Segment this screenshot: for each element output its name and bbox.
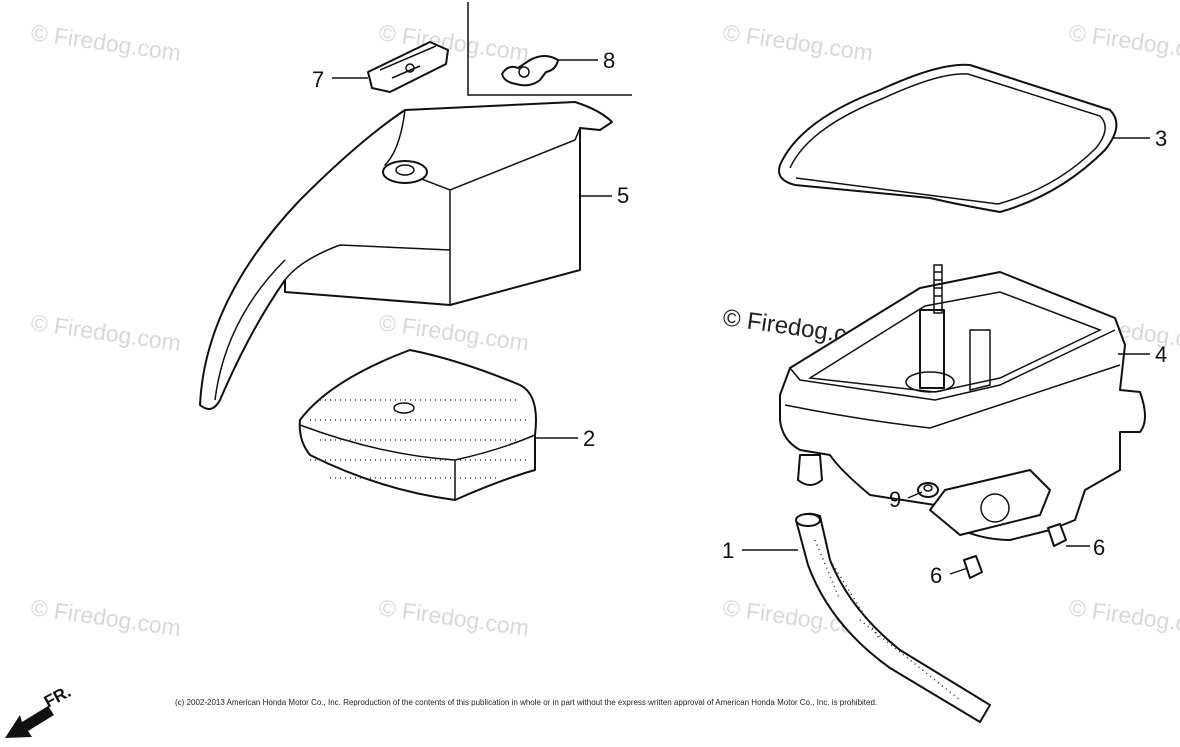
leader-lines bbox=[332, 59, 1150, 575]
front-direction-label: FR. bbox=[41, 682, 74, 712]
callout-8: 8 bbox=[603, 48, 615, 73]
watermark: © Firedog.com bbox=[1067, 19, 1180, 66]
callout-6b: 6 bbox=[930, 563, 942, 588]
callout-5: 5 bbox=[617, 183, 629, 208]
watermark: © Firedog.com bbox=[1067, 594, 1180, 641]
callout-1: 1 bbox=[722, 538, 734, 563]
watermark: © Firedog.com bbox=[721, 19, 874, 66]
callout-2: 2 bbox=[583, 426, 595, 451]
watermark: © Firedog.com bbox=[377, 594, 530, 641]
part-9-nut bbox=[917, 482, 939, 498]
callout-3: 3 bbox=[1155, 126, 1167, 151]
watermark: © Firedog.com bbox=[29, 309, 182, 356]
part-5-cover bbox=[199, 101, 613, 410]
part-7-clip bbox=[367, 41, 449, 93]
part-6-sleeves bbox=[963, 523, 1067, 579]
part-8-wing-nut bbox=[501, 55, 559, 87]
callout-9: 9 bbox=[889, 487, 901, 512]
watermark: © Firedog.com bbox=[29, 594, 182, 641]
watermark: © Firedog.com bbox=[377, 309, 530, 356]
callouts: 7 8 5 3 4 2 9 1 6 6 bbox=[312, 48, 1167, 588]
callout-6a: 6 bbox=[1093, 535, 1105, 560]
part-3-gasket bbox=[778, 63, 1118, 213]
part-2-element bbox=[298, 349, 537, 501]
inset-bracket bbox=[467, 2, 632, 96]
callout-4: 4 bbox=[1155, 342, 1167, 367]
front-direction-arrow: FR. bbox=[5, 682, 74, 738]
copyright-notice: (c) 2002-2013 American Honda Motor Co., … bbox=[175, 698, 878, 707]
part-1-tube bbox=[795, 512, 991, 723]
watermark: © Firedog.com bbox=[29, 19, 182, 66]
callout-7: 7 bbox=[312, 67, 324, 92]
part-4-case bbox=[779, 264, 1146, 541]
